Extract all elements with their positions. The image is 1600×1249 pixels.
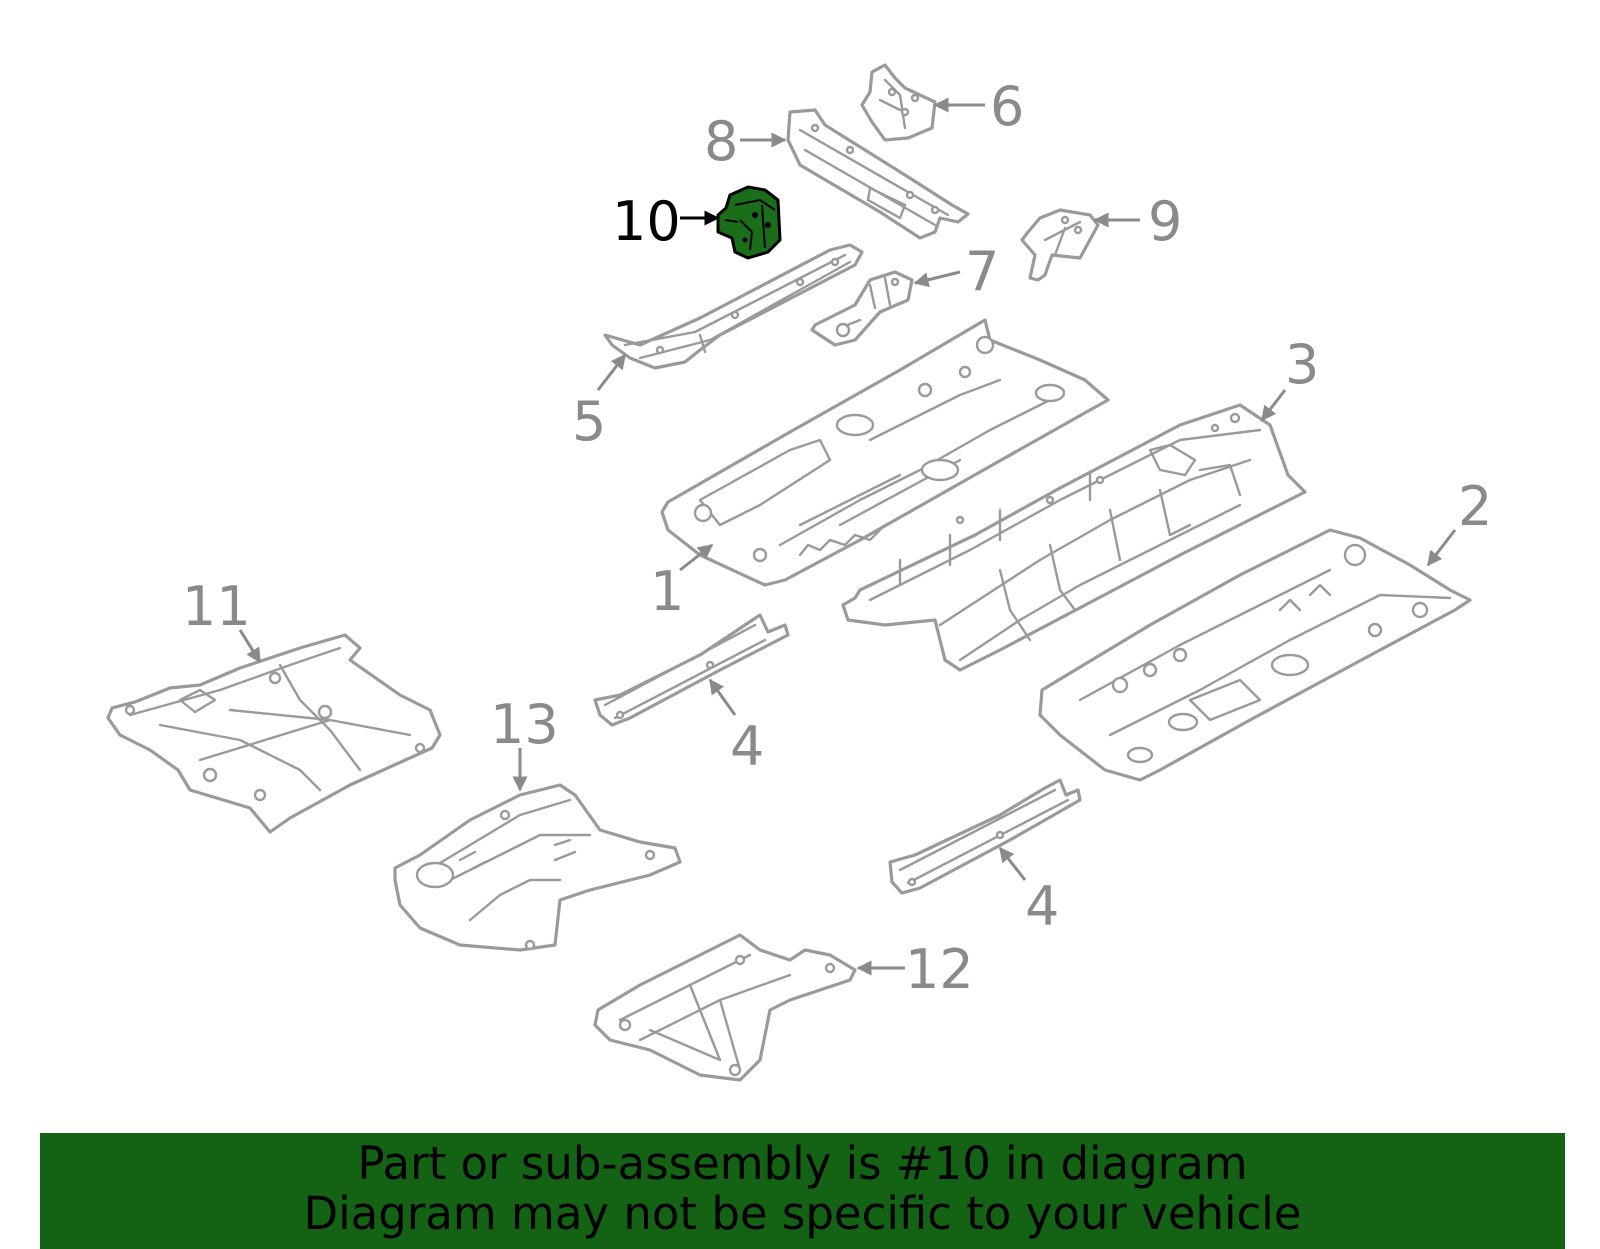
part-1-floor-pan[interactable] — [660, 318, 1110, 587]
part-7-bracket[interactable] — [810, 270, 914, 347]
banner-line-2: Diagram may not be specific to your vehi… — [303, 1187, 1302, 1240]
callout-1[interactable]: 1 — [650, 560, 684, 623]
part-4-rail-lower[interactable] — [888, 778, 1082, 895]
part-6-bracket[interactable] — [860, 63, 937, 142]
part-3-tunnel[interactable] — [841, 403, 1307, 672]
part-13-shield[interactable] — [393, 783, 682, 952]
leader-lines — [238, 97, 1457, 976]
part-10-bracket-highlighted[interactable] — [716, 185, 782, 260]
callout-5[interactable]: 5 — [572, 390, 606, 453]
callout-2[interactable]: 2 — [1458, 475, 1492, 538]
callout-13[interactable]: 13 — [490, 693, 559, 756]
part-11-shield[interactable] — [106, 633, 442, 834]
callout-4-lower[interactable]: 4 — [1025, 875, 1059, 938]
callout-12[interactable]: 12 — [905, 938, 974, 1001]
part-8-crossmember[interactable] — [786, 108, 970, 240]
callout-6[interactable]: 6 — [990, 75, 1024, 138]
part-4-rail-upper[interactable] — [593, 613, 790, 727]
part-12-shield[interactable] — [593, 933, 857, 1082]
callout-10[interactable]: 10 — [612, 190, 681, 253]
callout-11[interactable]: 11 — [182, 575, 251, 638]
callout-3[interactable]: 3 — [1285, 333, 1319, 396]
parts-diagram: 6 8 9 10 7 5 3 2 1 11 4 13 4 12 — [106, 63, 1492, 1082]
callout-8[interactable]: 8 — [704, 110, 738, 173]
callout-9[interactable]: 9 — [1148, 190, 1182, 253]
callout-7[interactable]: 7 — [965, 240, 999, 303]
banner-line-1: Part or sub-assembly is #10 in diagram — [357, 1137, 1248, 1190]
callout-labels: 6 8 9 10 7 5 3 2 1 11 4 13 4 12 — [182, 75, 1492, 1001]
info-banner: Part or sub-assembly is #10 in diagram D… — [40, 1133, 1565, 1249]
part-9-bracket[interactable] — [1020, 208, 1100, 282]
part-2-floor-pan[interactable] — [1038, 528, 1472, 782]
part-5-rail[interactable] — [603, 243, 864, 370]
callout-4-upper[interactable]: 4 — [730, 715, 764, 778]
